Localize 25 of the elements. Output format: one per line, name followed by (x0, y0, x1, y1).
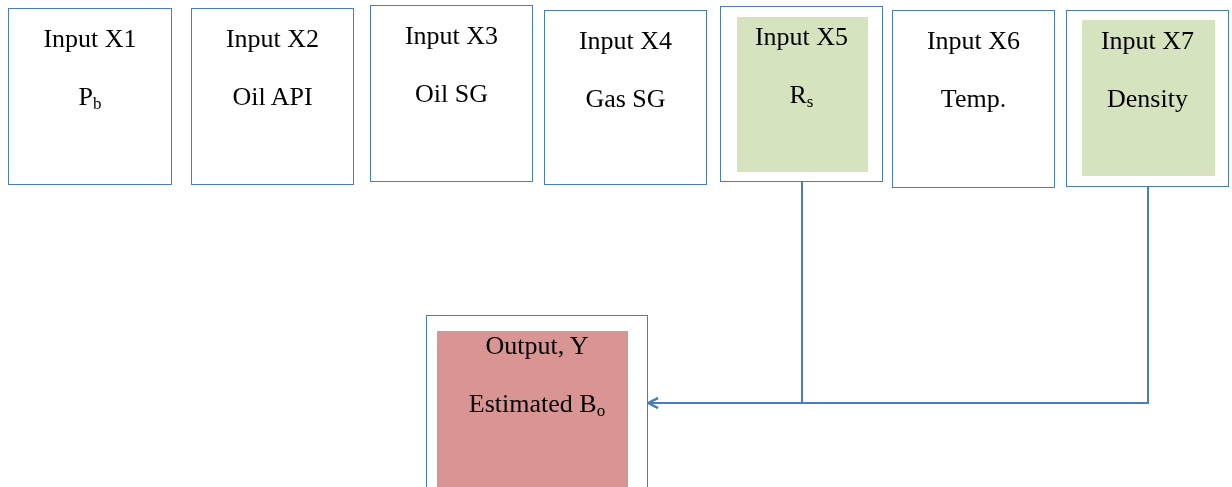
input-box (720, 6, 883, 182)
box-label: Input X2 (225, 23, 320, 55)
input-box (370, 5, 533, 182)
connector-arrow (647, 186, 1149, 409)
box-label: Input X4 (578, 25, 673, 57)
input-box (426, 315, 648, 487)
box-label: Oil SG (415, 78, 488, 110)
input-box (544, 10, 707, 185)
box-label: Input X6 (926, 25, 1021, 57)
box-label: Input X7 (1100, 25, 1195, 57)
input-box (191, 8, 354, 185)
input-box (1066, 10, 1229, 187)
box-label: P$_{b}$ (78, 81, 102, 113)
box-label: Input X3 (404, 20, 499, 52)
input-box (892, 10, 1055, 188)
box-label: Output, Y (485, 330, 589, 362)
box-label: Temp. (940, 83, 1007, 115)
input-box (8, 8, 172, 185)
box-label: Density (1107, 83, 1188, 115)
box-label: Input X5 (754, 21, 849, 53)
box-label: Input X1 (43, 23, 137, 55)
box-label: R$_{s}$ (789, 79, 814, 111)
box-label: Estimated B$_{o}$ (468, 388, 606, 420)
box-label: Gas SG (585, 83, 666, 115)
box-label: Oil API (232, 81, 313, 113)
